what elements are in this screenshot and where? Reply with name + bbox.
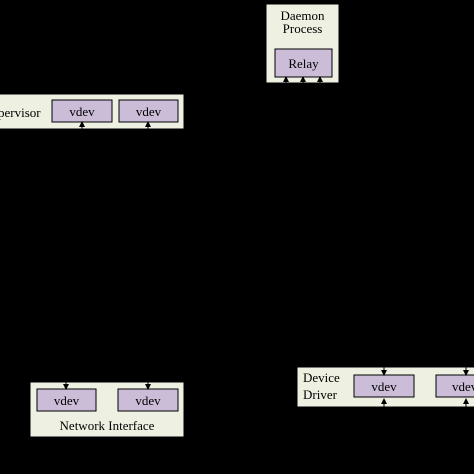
driver-vdev-2-box xyxy=(435,374,474,398)
device-driver-label-line1: Device xyxy=(303,370,340,385)
driver-vdev-1-label: vdev xyxy=(371,379,397,394)
hypervisor-label: pervisor xyxy=(0,105,41,120)
network-interface-box: vdev vdev Network Interface xyxy=(29,380,185,438)
daemon-process-box: Daemon Process Relay xyxy=(265,3,340,85)
device-driver-label-line2: Driver xyxy=(303,387,338,402)
hypervisor-vdev-2-label: vdev xyxy=(136,104,162,119)
relay-label: Relay xyxy=(288,56,319,71)
hypervisor-vdev-1-label: vdev xyxy=(69,104,95,119)
network-vdev-1-label: vdev xyxy=(54,393,80,408)
daemon-title-line2: Process xyxy=(283,21,323,36)
device-driver-box: Device Driver vdev vdev xyxy=(296,365,474,409)
network-interface-label: Network Interface xyxy=(60,418,155,433)
network-vdev-2-label: vdev xyxy=(135,393,161,408)
daemon-title-line1: Daemon xyxy=(280,8,325,23)
relay-arrows xyxy=(283,76,323,85)
hypervisor-box: pervisor vdev vdev xyxy=(0,93,185,131)
driver-vdev-2-label: vdev xyxy=(452,379,474,394)
